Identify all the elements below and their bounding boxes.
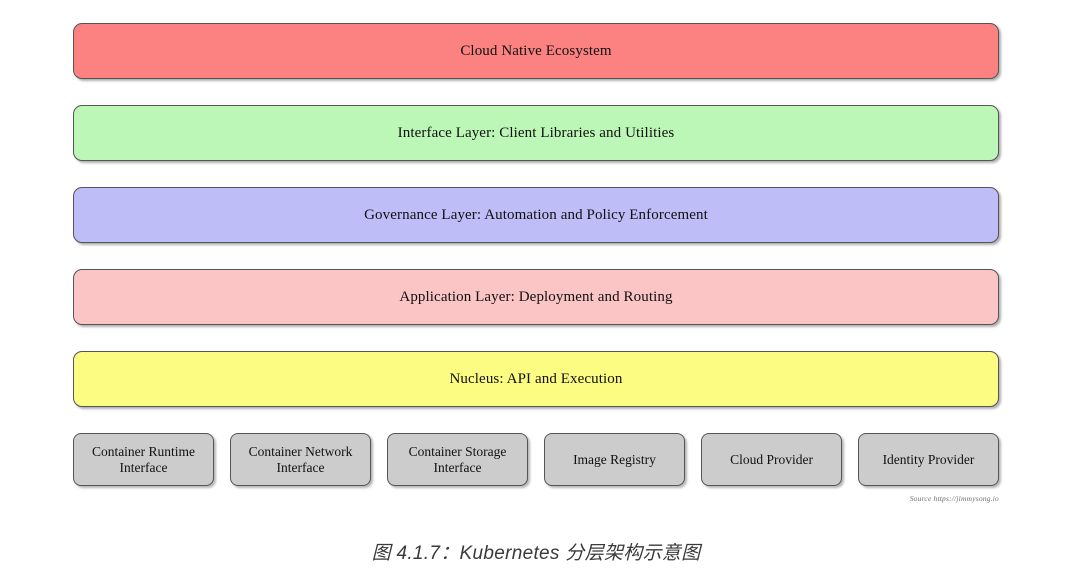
plugin-box-cloud-provider: Cloud Provider <box>701 433 842 486</box>
plugin-interface-row: Container Runtime Interface Container Ne… <box>73 433 999 486</box>
layer-box-nucleus: Nucleus: API and Execution <box>73 351 999 407</box>
plugin-label: Cloud Provider <box>730 451 813 467</box>
plugin-box-container-network-interface: Container Network Interface <box>230 433 371 486</box>
plugin-label: Container Runtime Interface <box>91 443 196 475</box>
layer-box-interface-layer: Interface Layer: Client Libraries and Ut… <box>73 105 999 161</box>
layer-label: Cloud Native Ecosystem <box>460 42 612 59</box>
layer-box-application-layer: Application Layer: Deployment and Routin… <box>73 269 999 325</box>
figure-caption: 图 4.1.7：Kubernetes 分层架构示意图 <box>371 543 701 564</box>
layer-label: Interface Layer: Client Libraries and Ut… <box>397 124 675 141</box>
layer-label: Application Layer: Deployment and Routin… <box>399 288 673 305</box>
plugin-label: Container Network Interface <box>248 443 353 475</box>
layer-label: Nucleus: API and Execution <box>449 370 623 387</box>
plugin-box-container-storage-interface: Container Storage Interface <box>387 433 528 486</box>
layer-label: Governance Layer: Automation and Policy … <box>364 206 708 223</box>
plugin-label: Identity Provider <box>882 451 975 467</box>
plugin-label: Image Registry <box>573 451 656 467</box>
layer-box-governance-layer: Governance Layer: Automation and Policy … <box>73 187 999 243</box>
plugin-label: Container Storage Interface <box>408 443 507 475</box>
source-attribution: Source https://jimmysong.io <box>909 494 999 503</box>
plugin-box-identity-provider: Identity Provider <box>858 433 999 486</box>
plugin-box-image-registry: Image Registry <box>544 433 685 486</box>
plugin-box-container-runtime-interface: Container Runtime Interface <box>73 433 214 486</box>
layer-box-cloud-native-ecosystem: Cloud Native Ecosystem <box>73 23 999 79</box>
